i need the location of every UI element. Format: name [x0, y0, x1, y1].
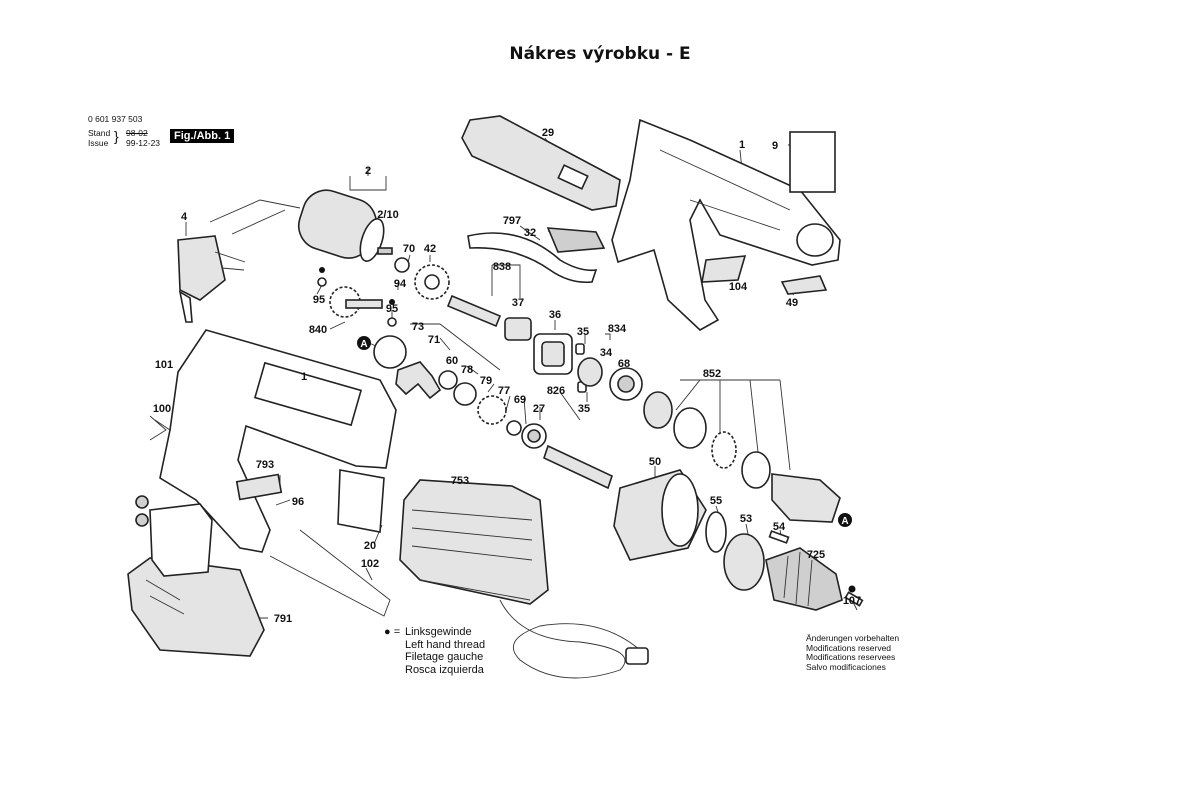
part-label: 32	[524, 227, 536, 239]
housing-lower	[149, 329, 397, 553]
legend: Linksgewinde Left hand thread Filetage g…	[405, 626, 485, 676]
part-label: 107	[843, 595, 861, 607]
chuck-assembly	[613, 469, 864, 611]
part-label: 101	[155, 359, 173, 371]
part-label: 79	[480, 375, 492, 387]
part-label: 70	[403, 243, 415, 255]
part-label: 100	[153, 403, 171, 415]
part-label: 42	[424, 243, 436, 255]
part-label: 78	[461, 364, 473, 376]
part-label: 35	[578, 403, 590, 415]
legend-line: Filetage gauche	[405, 651, 484, 663]
figure-label: Fig./Abb. 1	[170, 129, 235, 143]
part-label: 29	[542, 127, 554, 139]
note-line: Salvo modificaciones	[806, 661, 886, 672]
motor	[209, 189, 393, 262]
page-title: Nákres výrobku - E	[509, 44, 691, 64]
part-label: 68	[618, 358, 630, 370]
note-line: Änderungen vorbehalten	[806, 633, 900, 643]
legend-line: Rosca izquierda	[405, 663, 484, 676]
part-label: 71	[428, 334, 440, 346]
part-label: 95	[386, 303, 398, 315]
part-label: 96	[292, 496, 304, 508]
legend-line: Linksgewinde	[405, 626, 472, 638]
part-label: 1	[301, 371, 307, 383]
part-label: 27	[533, 403, 545, 415]
part-number-labels: 2 2/10 4 70 42 9 29 1 797 32 838 104 49 …	[153, 127, 861, 625]
gearbox-sleeves	[643, 391, 841, 523]
struck-date: 98-02	[126, 128, 148, 138]
part-label: 53	[740, 513, 752, 525]
part-label: 37	[512, 297, 524, 309]
note-line: Modifications reservees	[806, 652, 896, 663]
part-label: 725	[807, 549, 825, 561]
left-hand-thread-markers	[319, 267, 856, 593]
part-label: 49	[786, 297, 798, 309]
part-label: 852	[703, 368, 721, 380]
part-label: 94	[394, 278, 407, 290]
legend-symbol: ● =	[384, 626, 401, 638]
part-label: 95	[313, 294, 325, 306]
part-label: 2	[365, 165, 371, 177]
strap	[467, 227, 606, 284]
part-label: 102	[361, 558, 379, 570]
part-label: 60	[446, 355, 458, 367]
part-label: 73	[412, 321, 424, 333]
svg-text:A: A	[841, 516, 848, 527]
part-label: 35	[577, 326, 589, 338]
part-label: 36	[549, 309, 561, 321]
part-label: 20	[364, 540, 376, 552]
part-label: 4	[181, 211, 188, 223]
spindle	[446, 294, 613, 490]
issue-label: Issue	[88, 138, 109, 148]
stand-label: Stand	[88, 128, 111, 138]
issue-date: 99-12-23	[126, 138, 161, 148]
part-label: 753	[451, 475, 469, 487]
housing-upper	[611, 118, 841, 331]
part-label: 9	[772, 140, 778, 152]
part-label: 791	[274, 613, 292, 625]
part-label: 50	[649, 456, 661, 468]
part-number: 0 601 937 503	[88, 114, 143, 124]
callout-a-left: A	[357, 336, 371, 350]
part-label: 840	[309, 324, 327, 336]
svg-text:A: A	[360, 339, 367, 350]
part-label: 104	[729, 281, 748, 293]
part-label: 55	[710, 495, 722, 507]
part-label: 34	[600, 347, 613, 359]
callout-a-right: A	[838, 513, 852, 527]
modification-notes: Änderungen vorbehalten Modifications res…	[806, 633, 900, 672]
part-label: 1	[739, 139, 745, 151]
charger	[399, 479, 649, 679]
part-label: 838	[493, 261, 511, 273]
gears-small	[317, 257, 450, 327]
part-label: 793	[256, 459, 274, 471]
part-label: 834	[608, 323, 627, 335]
planetary-parts	[373, 317, 643, 449]
legend-line: Left hand thread	[405, 638, 486, 651]
part-label: 826	[547, 385, 565, 397]
part-label: 77	[498, 385, 510, 397]
part-label: 2/10	[377, 209, 398, 221]
part-label: 797	[503, 215, 521, 227]
part-label: 54	[773, 521, 786, 533]
note-line: Modifications reserved	[806, 642, 892, 653]
part-label: 69	[514, 394, 526, 406]
battery-cover	[461, 115, 621, 211]
cover-plate	[269, 469, 391, 617]
switch	[177, 235, 246, 323]
brace-icon: }	[114, 128, 119, 144]
battery-pack	[127, 495, 265, 657]
